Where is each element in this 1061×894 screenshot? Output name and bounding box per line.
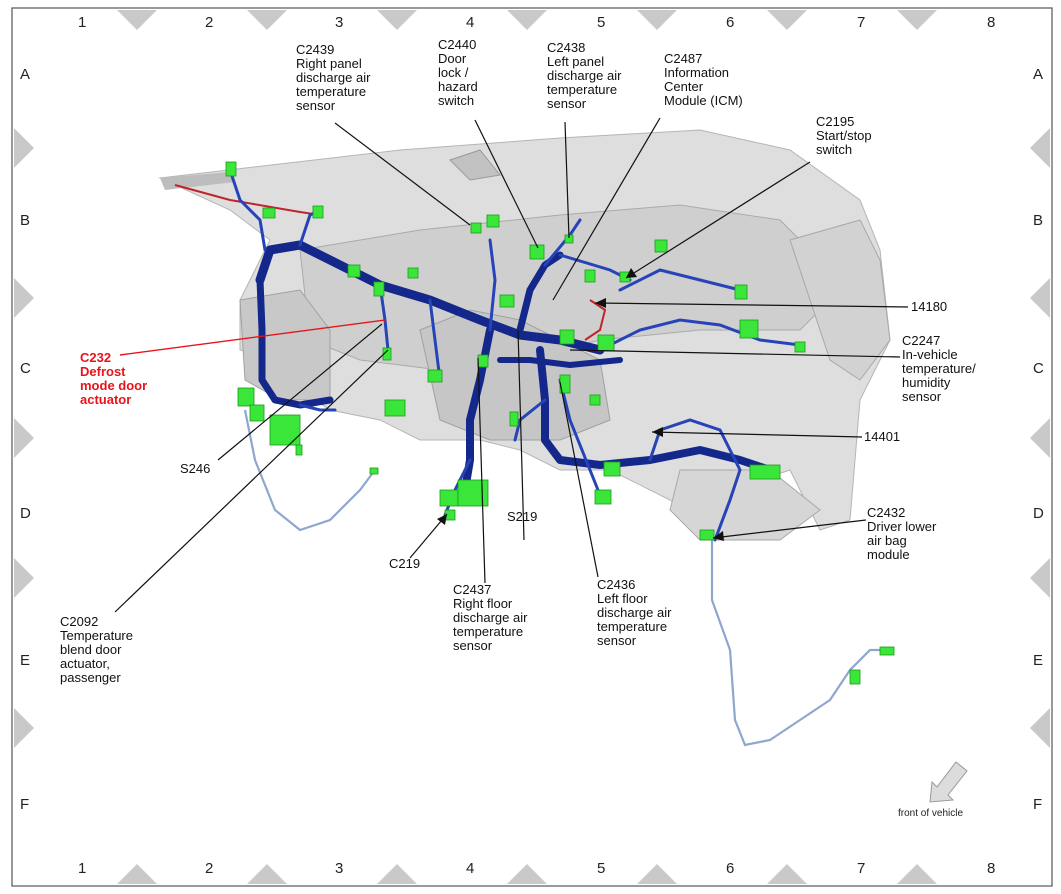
leader-lines: [114, 117, 909, 613]
grid-row-b-right: B: [1033, 212, 1044, 229]
grid-col-4-bottom: 4: [466, 860, 475, 877]
grid-row-f-right: F: [1033, 796, 1043, 813]
label-c2440: C2440 Door lock / hazard switch: [438, 37, 478, 108]
grid-row-c: C: [20, 360, 31, 377]
grid-col-5-bottom: 5: [597, 860, 606, 877]
label-14401: 14401: [864, 429, 901, 444]
label-c2437: C2437 Right floor discharge air temperat…: [453, 582, 528, 653]
grid-col-7-bottom: 7: [857, 860, 866, 877]
label-c219: C219: [389, 556, 421, 571]
grid-col-3: 3: [335, 14, 344, 31]
front-of-vehicle-arrow: [929, 761, 968, 803]
label-c2432: C2432 Driver lower air bag module: [867, 505, 937, 562]
label-c2247: C2247 In-vehicle temperature/ humidity s…: [902, 333, 976, 404]
grid-col-4: 4: [466, 14, 475, 31]
grid-row-e: E: [20, 652, 31, 669]
grid-row-e-right: E: [1033, 652, 1044, 669]
label-c2436: C2436 Left floor discharge air temperatu…: [597, 577, 672, 648]
grid-row-d-right: D: [1033, 505, 1044, 522]
label-s219: S219: [507, 509, 538, 524]
grid-markers: [14, 10, 1050, 884]
grid-row-d: D: [20, 505, 31, 522]
grid-col-2: 2: [205, 14, 214, 31]
grid-col-6: 6: [726, 14, 735, 31]
grid-col-8: 8: [987, 14, 996, 31]
grid-col-7: 7: [857, 14, 866, 31]
grid-col-8-bottom: 8: [987, 860, 996, 877]
grid-row-c-right: C: [1033, 360, 1044, 377]
grid-col-5: 5: [597, 14, 606, 31]
diagram-frame: [11, 7, 1053, 887]
grid-col-6-bottom: 6: [726, 860, 735, 877]
grid-col-2-bottom: 2: [205, 860, 214, 877]
label-c2092: C2092 Temperature blend door actuator, p…: [60, 614, 133, 685]
label-c2439: C2439 Right panel discharge air temperat…: [296, 42, 371, 113]
grid-row-a-right: A: [1033, 66, 1044, 83]
label-14180: 14180: [911, 299, 948, 314]
c232-leader: [119, 319, 386, 356]
harness-light: [243, 409, 890, 747]
grid-row-a: A: [20, 66, 31, 83]
leader-arrowheads: [437, 268, 724, 541]
front-of-vehicle-label: front of vehicle: [898, 808, 964, 819]
label-c232: C232 Defrost mode door actuator: [80, 350, 148, 407]
label-c2487: C2487 Information Center Module (ICM): [664, 51, 743, 108]
grid-col-3-bottom: 3: [335, 860, 344, 877]
grid-row-b: B: [20, 212, 31, 229]
label-s246: S246: [180, 461, 211, 476]
grid-col-1-bottom: 1: [78, 860, 87, 877]
grid-col-1: 1: [78, 14, 87, 31]
label-c2195: C2195 Start/stop switch: [816, 114, 872, 157]
label-c2438: C2438 Left panel discharge air temperatu…: [547, 40, 622, 111]
grid-row-f: F: [20, 796, 30, 813]
